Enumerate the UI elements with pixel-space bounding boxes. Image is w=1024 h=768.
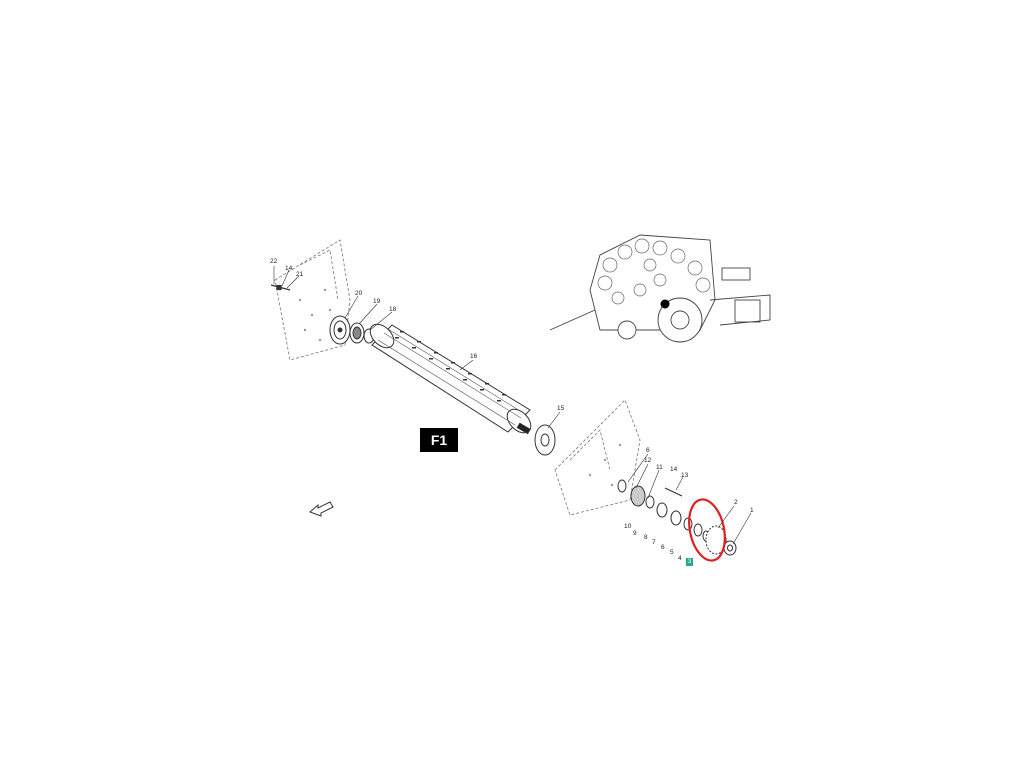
callout-5: 5 bbox=[670, 549, 674, 556]
callout-19: 19 bbox=[373, 298, 381, 305]
right-frame-holes bbox=[588, 443, 622, 487]
leader-lines bbox=[273, 266, 752, 545]
baler-machine-inset bbox=[549, 234, 771, 343]
callout-9: 9 bbox=[633, 530, 637, 537]
callout-12: 12 bbox=[644, 457, 652, 464]
nut-1 bbox=[723, 540, 737, 556]
highlighted-marker: 3 bbox=[686, 558, 693, 566]
callout-22: 22 bbox=[270, 258, 278, 265]
highlight-circle bbox=[688, 498, 726, 562]
callout-14: 14 bbox=[285, 265, 293, 272]
flange-15 bbox=[534, 424, 556, 456]
baler-rollers-inset bbox=[597, 238, 711, 305]
callout-2: 2 bbox=[734, 499, 738, 506]
callout-15: 15 bbox=[557, 405, 565, 412]
sprocket-2 bbox=[705, 525, 727, 555]
callout-8: 8 bbox=[644, 534, 648, 541]
callout-20: 20 bbox=[355, 290, 363, 297]
callout-6-top: 6 bbox=[646, 447, 650, 454]
callout-7: 7 bbox=[652, 539, 656, 546]
callout-13: 13 bbox=[681, 472, 689, 479]
callout-4: 4 bbox=[678, 555, 682, 562]
left-side-frame bbox=[274, 239, 351, 361]
left-frame-holes bbox=[298, 288, 332, 342]
bearing-19 bbox=[349, 322, 365, 344]
bolt-13 bbox=[664, 487, 683, 497]
callout-1: 1 bbox=[750, 507, 754, 514]
callout-18: 18 bbox=[389, 306, 397, 313]
callout-16: 16 bbox=[470, 353, 478, 360]
callout-6: 6 bbox=[661, 544, 665, 551]
callout-14-right: 14 bbox=[670, 466, 678, 473]
right-side-frame bbox=[554, 399, 641, 516]
bolt-22 bbox=[270, 284, 291, 291]
direction-arrow-icon bbox=[309, 501, 334, 517]
callout-10: 10 bbox=[624, 523, 632, 530]
roller-16 bbox=[369, 323, 532, 435]
callout-21: 21 bbox=[296, 271, 304, 278]
figure-badge: F1 bbox=[420, 428, 458, 452]
callout-labels: 22 14 21 20 19 18 16 15 6 12 11 14 13 2 … bbox=[270, 258, 754, 562]
callout-11: 11 bbox=[656, 464, 663, 471]
flange-20 bbox=[329, 315, 351, 345]
bearing-stack bbox=[617, 479, 710, 542]
